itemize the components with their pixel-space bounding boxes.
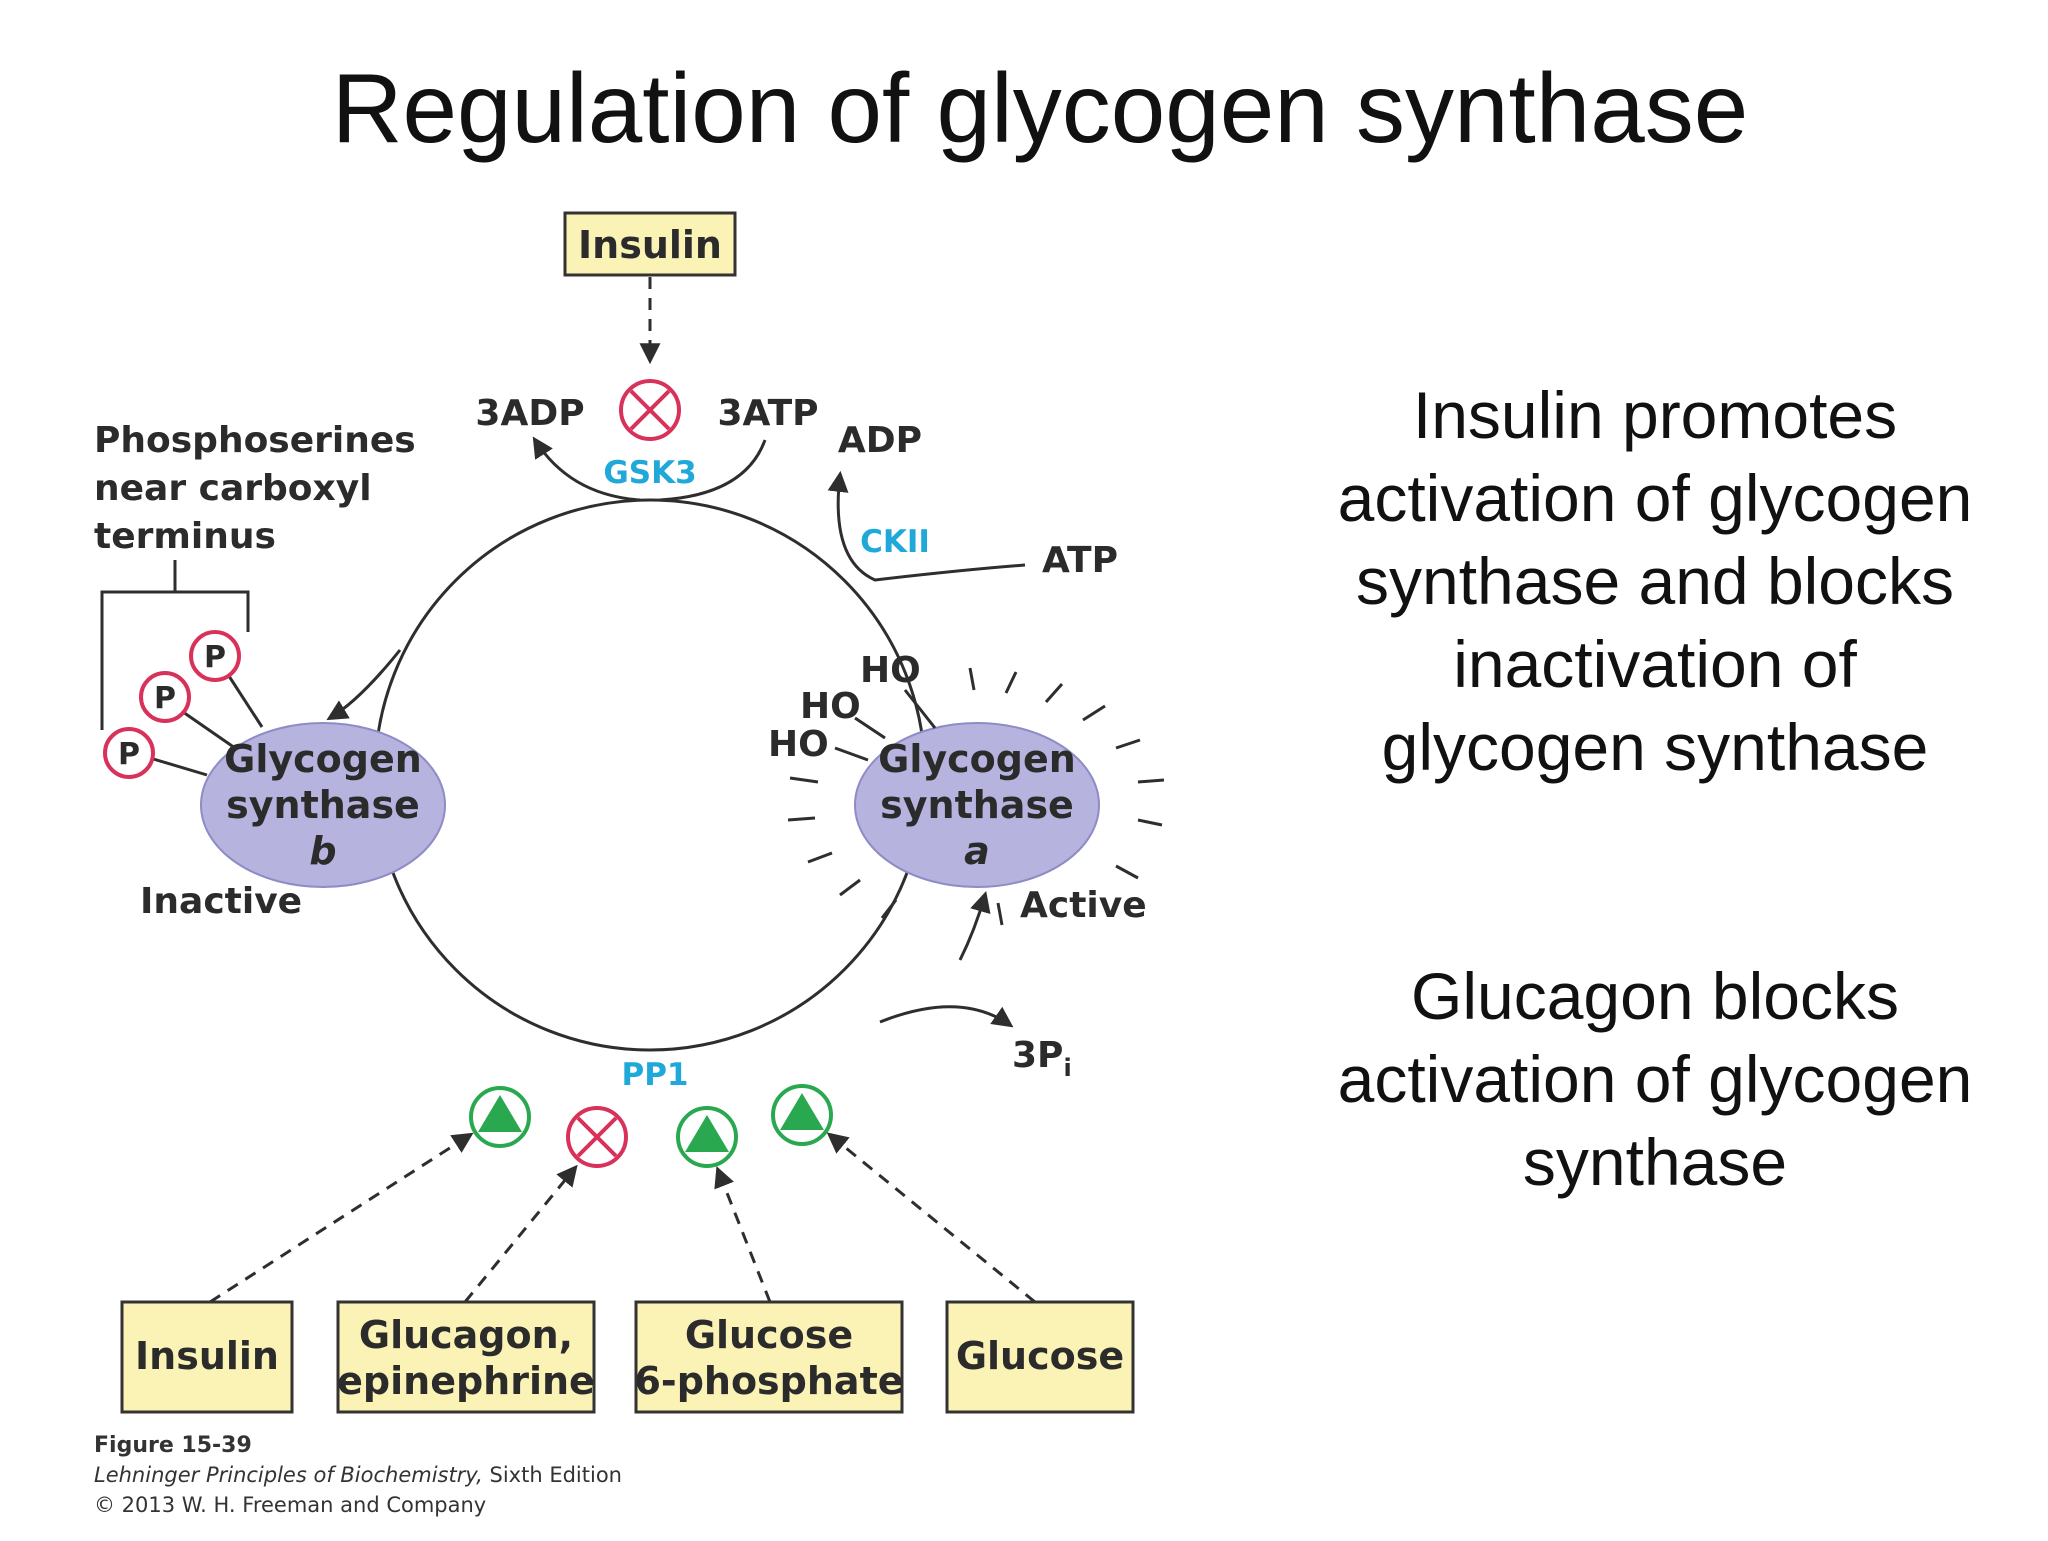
insulin-to-pp1-arrow [209,1132,474,1304]
insulin-box: Insulin [120,1300,294,1414]
svg-text:P: P [204,640,226,675]
figure-number: Figure 15-39 [94,1433,252,1458]
svg-text:P: P [154,681,176,716]
glucagon-inhibition-icon [566,1106,628,1168]
svg-text:6-phosphate: 6-phosphate [634,1359,903,1403]
pi-release-arrow [879,1005,1014,1028]
top-insulin-box: Insulin [563,211,737,277]
phosphate-group-2: P [139,671,191,723]
phospho-label-line1: Phosphoserines [94,420,416,461]
active-label: Active [1020,885,1147,926]
copyright: © 2013 W. H. Freeman and Company [94,1493,486,1517]
adp-label: ADP [838,420,922,461]
gs-b-line2: synthase [226,783,420,827]
svg-text:P: P [118,737,140,772]
glucagon-to-pp1-arrow [463,1164,578,1303]
g6p-to-pp1-arrow [714,1166,772,1303]
insulin-activation-icon [469,1086,531,1148]
top-insulin-label: Insulin [578,223,722,267]
book-credit: Lehninger Principles of Biochemistry, Si… [94,1463,622,1487]
pi-label: 3Pi [1012,1035,1072,1082]
gsk3-atp-line [659,439,767,502]
svg-text:activation of glycogen: activation of glycogen [1338,461,1973,535]
atp-label: ATP [1042,540,1118,581]
g6p-activation-icon [676,1106,738,1168]
glycogen-synthase-a [854,722,1100,888]
glycogen-synthase-b [200,722,446,888]
inactive-label: Inactive [140,881,302,922]
pp1-label: PP1 [621,1057,688,1093]
svg-text:Glucose: Glucose [685,1313,853,1357]
svg-text:Insulin: Insulin [135,1334,279,1378]
adp3-label: 3ADP [475,393,584,434]
atp3-label: 3ATP [717,393,818,434]
glucagon-epinephrine-box: Glucagon, epinephrine [336,1300,596,1414]
gs-a-line2: synthase [880,783,1074,827]
activation-arrowhead [958,890,991,961]
svg-text:inactivation of: inactivation of [1453,627,1857,701]
glucose-6-phosphate-box: Glucose 6-phosphate [634,1300,904,1414]
hydroxyl-1: HO [860,650,921,691]
ckii-arrow [827,470,1026,582]
svg-text:Glucagon blocks: Glucagon blocks [1411,959,1899,1033]
slide-title: Regulation of glycogen synthase [332,53,1749,163]
gsk3-inhibition-icon [619,379,681,441]
svg-text:epinephrine: epinephrine [337,1359,595,1403]
gs-a-form: a [964,829,990,873]
phosphate-group-1: P [189,630,241,682]
inactivation-arrowhead [326,649,402,721]
svg-text:synthase: synthase [1523,1125,1787,1199]
ckii-label: CKII [860,524,930,560]
hydroxyl-2: HO [800,686,861,727]
gs-a-line1: Glycogen [878,737,1076,781]
svg-text:Glucose: Glucose [956,1334,1124,1378]
gs-b-form: b [309,829,336,873]
gsk3-adp-arrow [532,436,641,502]
insulin-note: Insulin promotes activation of glycogen … [1338,378,1973,784]
svg-text:Insulin promotes: Insulin promotes [1413,378,1897,452]
svg-text:synthase and blocks: synthase and blocks [1356,544,1954,618]
glucose-activation-icon [771,1084,833,1146]
gsk3-label: GSK3 [603,455,696,491]
regulation-cycle [373,498,927,1052]
phospho-label-line3: terminus [94,516,276,557]
svg-text:glycogen synthase: glycogen synthase [1382,710,1929,784]
phospho-label-line2: near carboxyl [94,468,372,509]
phosphate-group-3: P [103,727,155,779]
activity-rays [787,667,1165,926]
hydroxyl-3: HO [768,724,829,765]
svg-text:Glucagon,: Glucagon, [359,1313,573,1357]
glucose-box: Glucose [945,1300,1135,1414]
glucagon-note: Glucagon blocks activation of glycogen s… [1338,959,1973,1199]
svg-text:activation of glycogen: activation of glycogen [1338,1042,1973,1116]
glucose-to-pp1-arrow [826,1132,1036,1304]
gs-b-line1: Glycogen [224,737,422,781]
